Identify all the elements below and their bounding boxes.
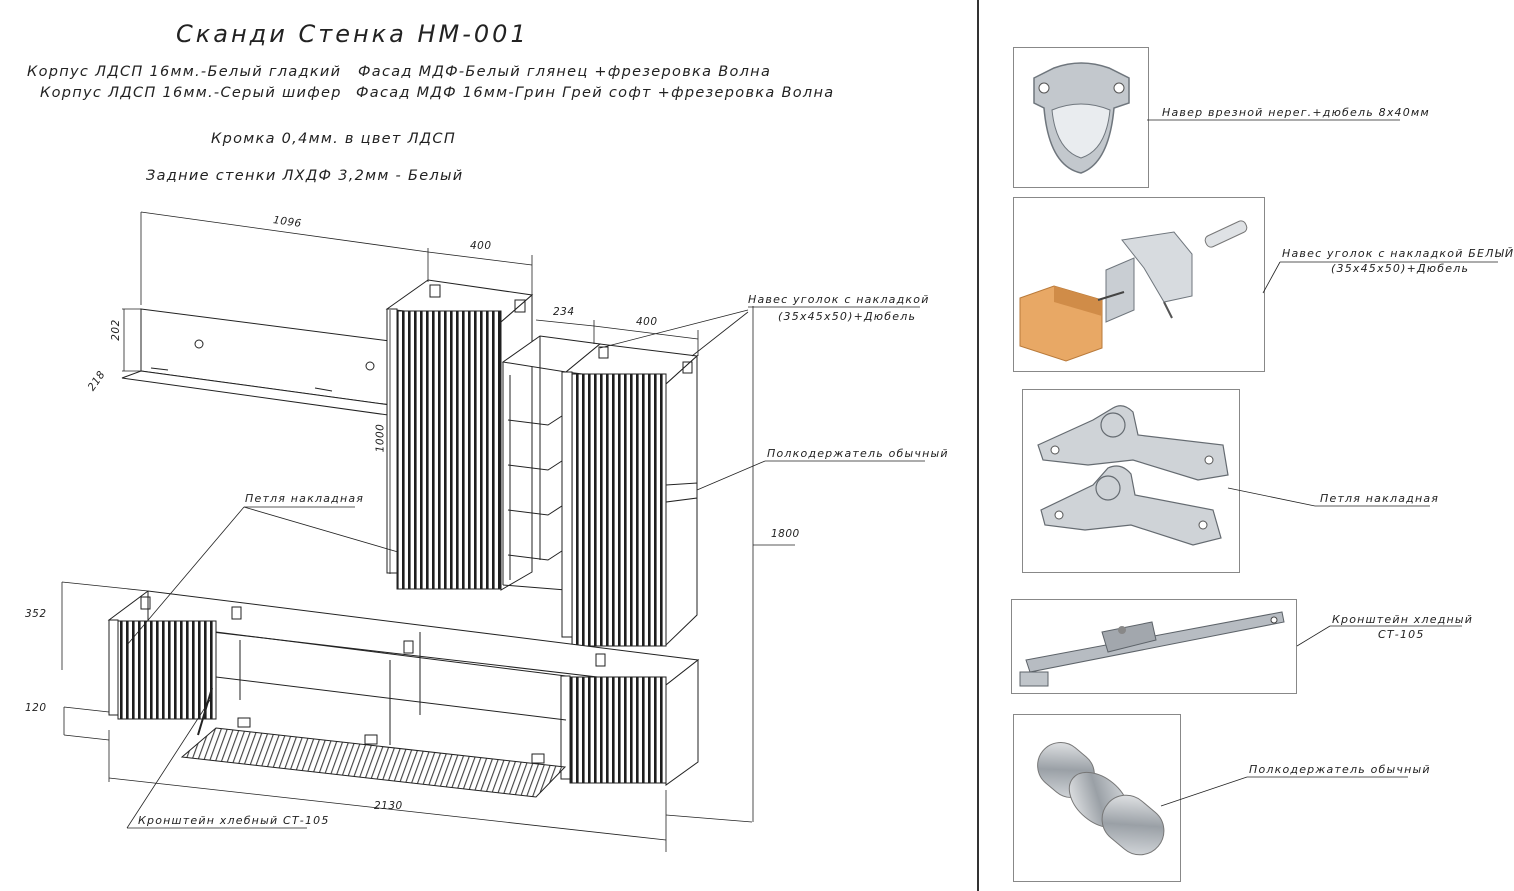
sheet-divider	[977, 0, 979, 891]
part-photo-stay-bracket	[1011, 599, 1297, 694]
drop-down-flap	[180, 687, 567, 798]
label-overlay-hinge: Петля накладная	[245, 492, 365, 505]
tall-cabinet	[385, 279, 534, 591]
part-photo-cup-hanger	[1013, 47, 1149, 188]
dim-open-width: 234	[553, 306, 575, 318]
part-photo-corner-hanger	[1013, 197, 1265, 372]
spec-back-panels: Задние стенки ЛХДФ 3,2мм - Белый	[146, 168, 464, 184]
dim-total-height: 1800	[771, 528, 800, 540]
spec-facade-green: Фасад МДФ 16мм-Грин Грей софт +фрезеровк…	[356, 85, 835, 101]
open-shelf-unit	[501, 335, 602, 591]
label-shelf-support: Полкодержатель обычный	[767, 447, 949, 460]
part-label-cup-hanger: Навер врезной нерег.+дюбель 8х40мм	[1162, 106, 1430, 119]
part-label-stay-bracket: Кронштейн хледный	[1332, 613, 1474, 626]
part-label-hinge: Петля накладная	[1320, 492, 1440, 505]
dim-shelf-height: 202	[109, 319, 122, 341]
dim-mid-width: 400	[636, 316, 658, 328]
part-label-stay-bracket-sub: СТ-105	[1378, 628, 1425, 641]
stay-bracket-icon	[1019, 611, 1285, 687]
part-photo-hinge	[1022, 389, 1240, 573]
label-hinge-corner: Навес уголок с накладкой	[748, 293, 930, 306]
spec-body-grey: Корпус ЛДСП 16мм.-Серый шифер	[40, 85, 342, 101]
hinge-icon	[1037, 405, 1229, 546]
part-label-shelf-pin: Полкодержатель обычный	[1249, 763, 1431, 776]
dim-shelf-depth: 218	[85, 368, 108, 394]
part-label-corner-hanger-sub: (35х45х50)+Дюбель	[1331, 262, 1470, 275]
dim-shelf-length: 1096	[272, 214, 303, 230]
corner-hanger-icon	[1019, 220, 1248, 362]
cup-hanger-icon	[1033, 62, 1130, 174]
label-bracket: Кронштейн хлебный СТ-105	[138, 814, 330, 827]
furniture-drawing	[61, 211, 925, 852]
dimension-lines	[61, 211, 795, 852]
dim-tall-height: 1000	[374, 423, 387, 453]
base-cabinet	[107, 590, 700, 786]
middle-cabinet	[561, 343, 699, 647]
part-label-corner-hanger: Навес уголок с накладкой БЕЛЫЙ	[1282, 247, 1514, 260]
dim-tall-width: 400	[470, 240, 492, 252]
part-photo-shelf-pin	[1013, 714, 1181, 882]
spec-body-white: Корпус ЛДСП 16мм.-Белый гладкий	[27, 64, 342, 80]
spec-edge: Кромка 0,4мм. в цвет ЛДСП	[211, 131, 457, 147]
dim-base-depth: 120	[25, 702, 47, 714]
leader-lines	[126, 306, 925, 829]
drawing-title: Сканди Стенка НМ-001	[176, 20, 529, 48]
dim-base-height: 352	[25, 608, 47, 620]
wall-shelf	[121, 308, 399, 417]
label-hinge-corner-sub: (35х45х50)+Дюбель	[778, 310, 917, 323]
dim-base-length: 2130	[374, 800, 403, 812]
shelf-pin-icon	[1037, 742, 1165, 856]
spec-facade-white: Фасад МДФ-Белый глянец +фрезеровка Волна	[358, 64, 772, 80]
